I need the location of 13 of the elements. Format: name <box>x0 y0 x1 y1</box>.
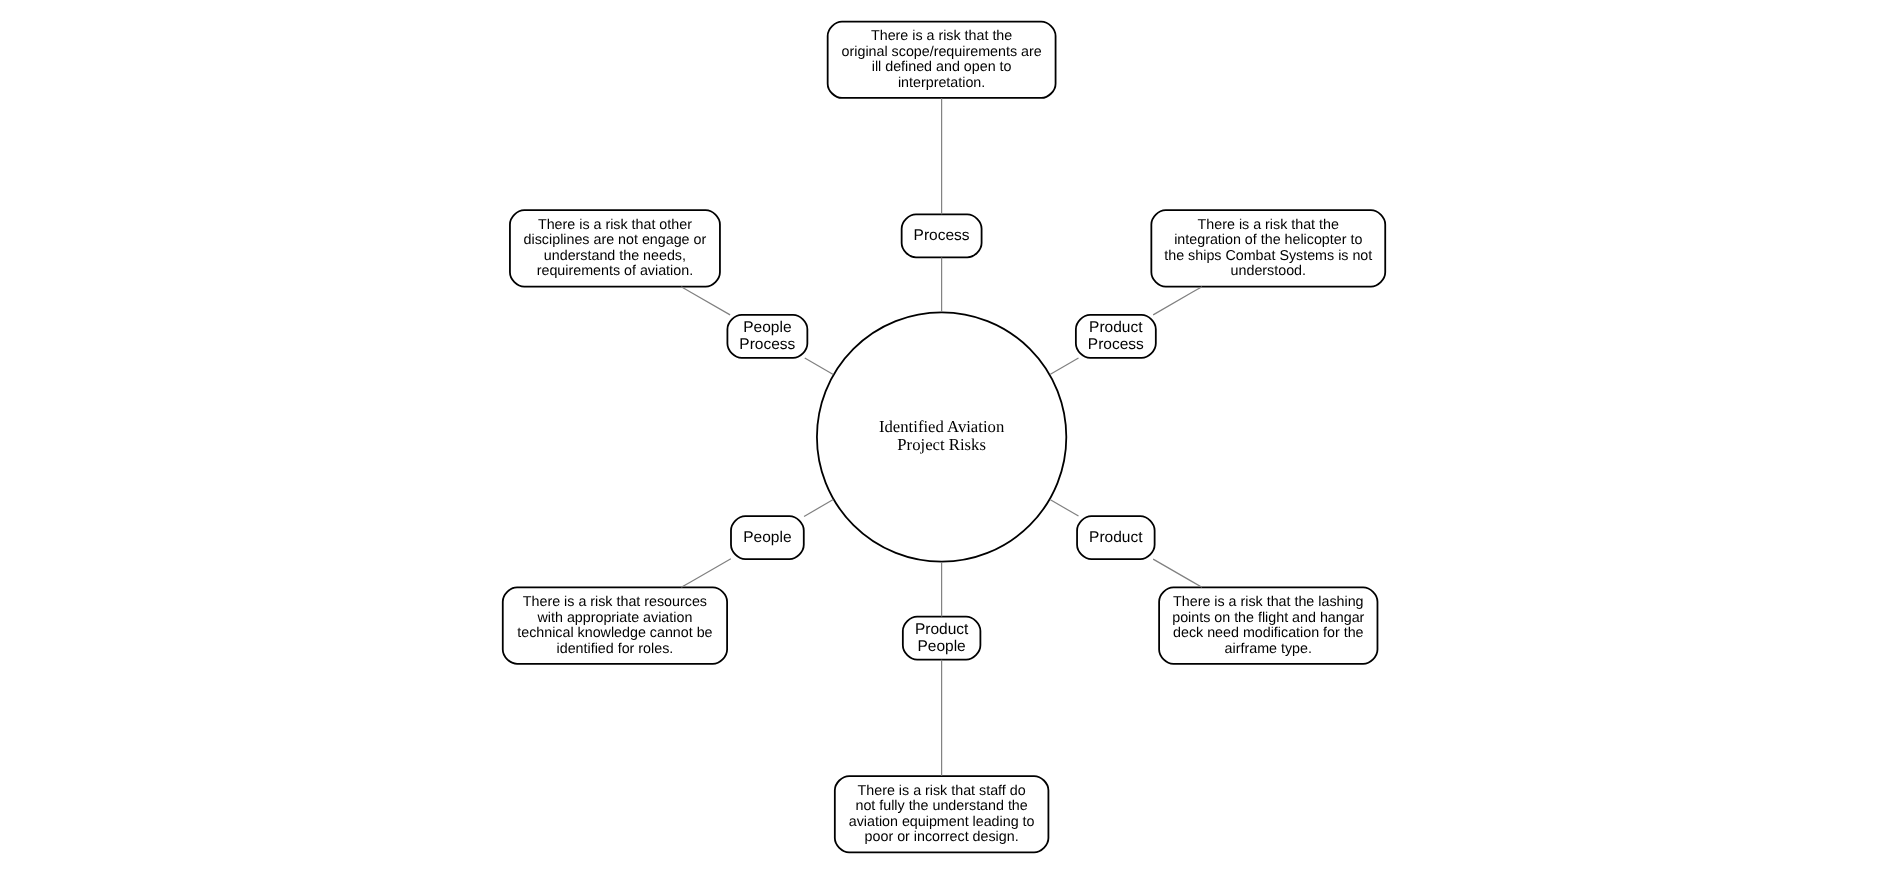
connector <box>1152 286 1203 316</box>
node-circle: Identified Aviation Project Risks <box>816 311 1068 563</box>
connector <box>1049 498 1080 517</box>
connector <box>1049 357 1080 376</box>
connector <box>941 256 943 313</box>
connector <box>941 97 943 215</box>
connector <box>941 659 943 777</box>
connector <box>1152 558 1203 588</box>
connector <box>680 558 732 588</box>
connector <box>804 357 834 376</box>
connector <box>680 286 731 316</box>
connector <box>941 561 943 618</box>
connector <box>803 498 834 518</box>
